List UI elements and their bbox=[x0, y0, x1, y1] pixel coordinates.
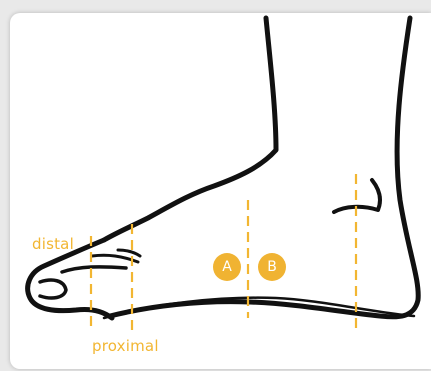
proximal-label: proximal bbox=[92, 339, 159, 354]
foot-top-outline bbox=[104, 18, 276, 240]
marker-a: A bbox=[213, 253, 241, 281]
marker-b: B bbox=[258, 253, 286, 281]
toe-crease bbox=[62, 267, 126, 272]
toe-gap bbox=[118, 250, 140, 256]
toenail-outline bbox=[40, 280, 66, 298]
marker-b-label: B bbox=[267, 259, 277, 275]
marker-a-label: A bbox=[222, 259, 232, 275]
distal-label: distal bbox=[32, 237, 74, 252]
